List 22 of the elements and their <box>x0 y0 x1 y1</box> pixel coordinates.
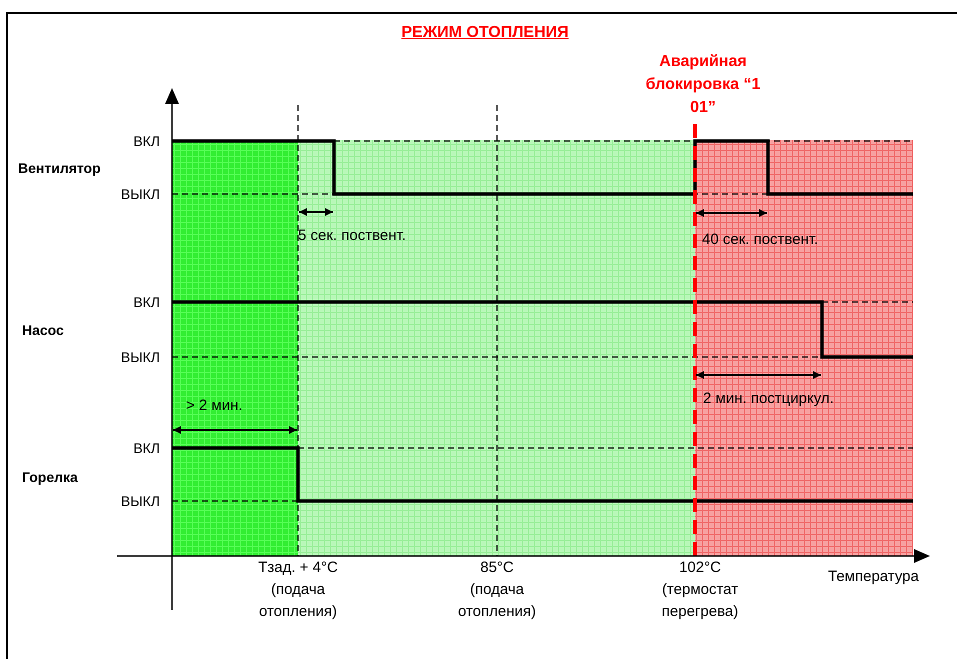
state-label: ВЫКЛ <box>120 348 160 367</box>
alarm-annotation: Аварийная блокировка “1 01” <box>644 52 762 118</box>
axis-tick-label: (подача отопления) <box>258 580 338 622</box>
signal-name: Насос <box>22 321 65 340</box>
signal-name: Вентилятор <box>18 159 102 178</box>
axis-tick-label: Тзад. + 4°C <box>257 558 339 578</box>
state-label: ВКЛ <box>132 439 160 458</box>
axis-tick-label: 102°C <box>678 558 722 578</box>
duration-label: 5 сек. поствент. <box>298 226 407 246</box>
state-label: ВЫКЛ <box>120 492 160 511</box>
title: РЕЖИМ ОТОПЛЕНИЯ <box>400 23 570 43</box>
signal-name: Горелка <box>22 468 79 487</box>
axis-tick-label: (подача отопления) <box>456 580 538 622</box>
state-label: ВКЛ <box>132 293 160 312</box>
duration-label: 40 сек. поствент. <box>702 230 820 250</box>
axis-tick-label: (термостат перегрева) <box>660 580 740 622</box>
axis-tick-label: 85°C <box>479 558 515 578</box>
duration-label: 2 мин. постциркул. <box>703 389 835 409</box>
duration-label: > 2 мин. <box>186 396 244 416</box>
state-label: ВКЛ <box>132 132 160 151</box>
axis-title: Температура <box>828 567 920 587</box>
state-label: ВЫКЛ <box>120 185 160 204</box>
